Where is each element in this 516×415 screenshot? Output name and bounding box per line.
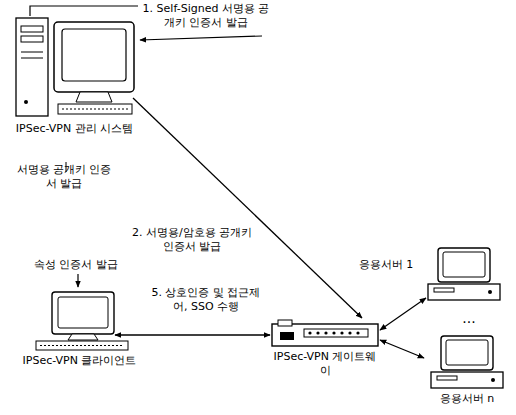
- computer-icon: [12, 2, 137, 120]
- connector: [115, 334, 270, 335]
- loop-line: [30, 6, 138, 16]
- loop-arrow: [140, 36, 262, 40]
- connector: [133, 98, 362, 318]
- node-label: 응용서버 1: [354, 258, 418, 272]
- management-system: IPSec-VPN 관리 시스템: [12, 2, 137, 136]
- connector: [380, 340, 424, 358]
- node-label: IPSec-VPN 게이트웨이: [270, 350, 380, 378]
- server-icon: [427, 334, 507, 390]
- node-label: 응용서버 n: [424, 392, 510, 406]
- gateway: IPSec-VPN 게이트웨이: [270, 318, 380, 378]
- node-label: IPSec-VPN 관리 시스템: [12, 122, 137, 136]
- edge-label: 5. 상호인증 및 접근제어, SSO 수행: [150, 286, 262, 315]
- node-label: IPSec-VPN 클라이언트: [22, 354, 137, 368]
- app-server: 응용서버 1: [354, 246, 504, 302]
- note: 속성 인증서 발급: [16, 258, 136, 272]
- gateway-device: [270, 318, 380, 348]
- note: 서명용 공개키 인증서 발급: [14, 163, 114, 192]
- computer-icon: [22, 290, 137, 352]
- connector: [380, 298, 426, 330]
- issue-arrow: [77, 274, 78, 287]
- client-computer: IPSec-VPN 클라이언트: [22, 290, 137, 368]
- server-icon: [424, 246, 504, 302]
- ellipsis: ...: [456, 309, 482, 327]
- edge-label: 2. 서명용/암호용 공개키 인증서 발급: [128, 226, 256, 255]
- app-server: 응용서버 n: [424, 334, 510, 406]
- step-note: 1. Self-Signed 서명용 공개키 인증서 발급: [142, 2, 270, 31]
